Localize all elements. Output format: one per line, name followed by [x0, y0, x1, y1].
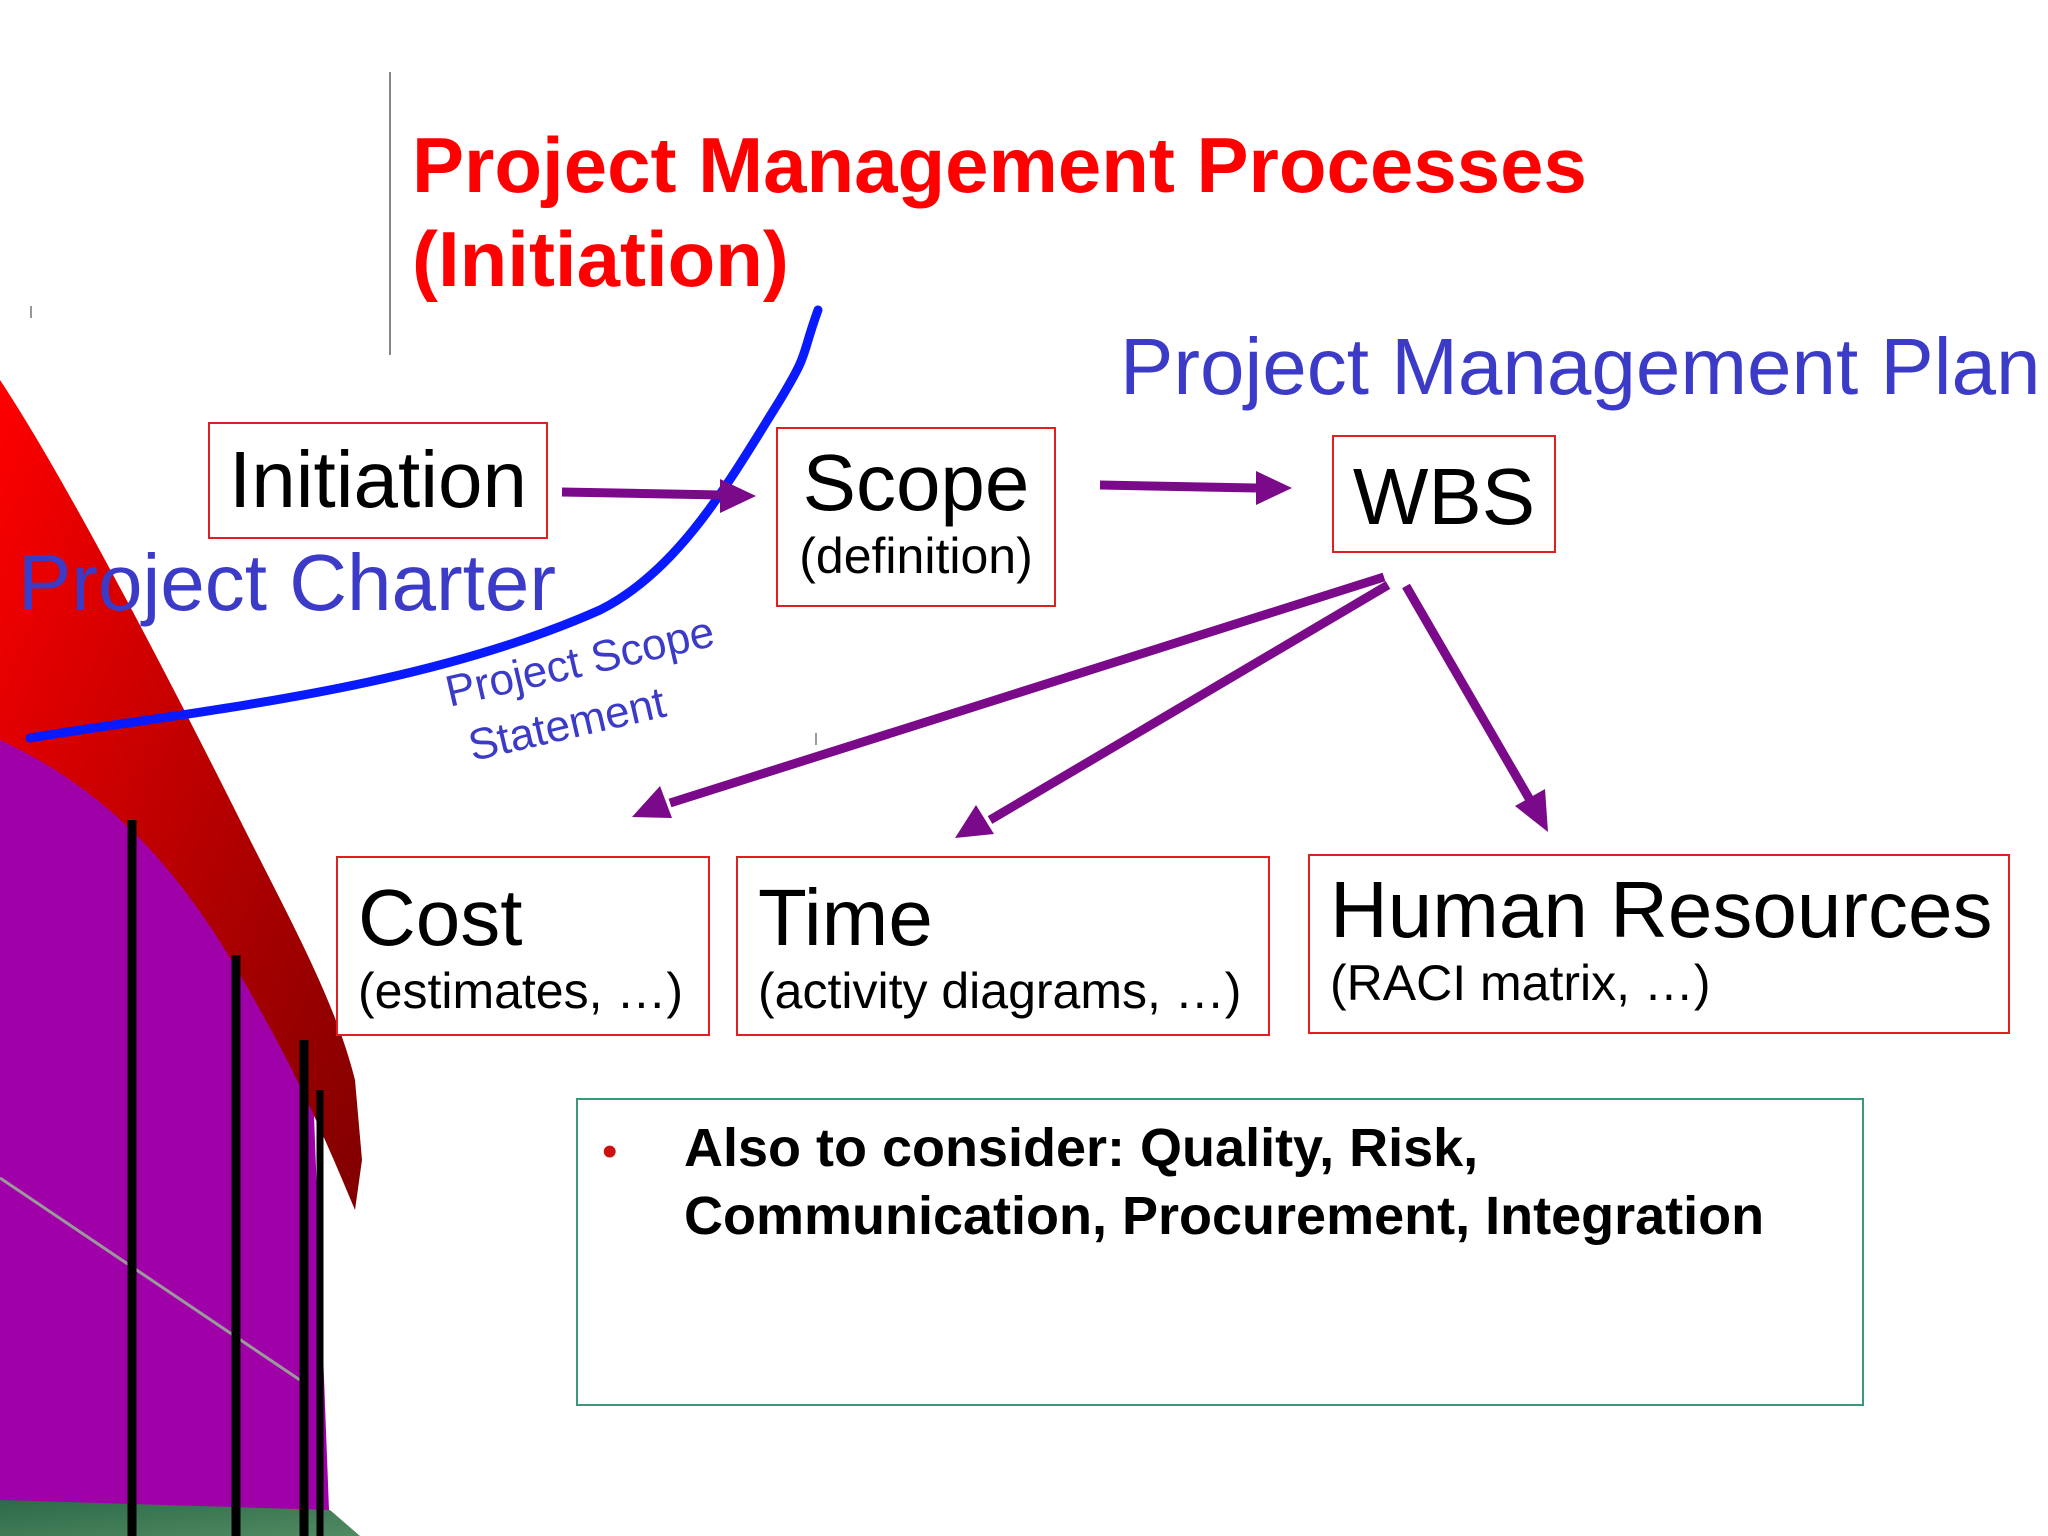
also-consider-text: Also to consider: Quality, Risk, Communi…	[684, 1114, 1844, 1250]
also-consider-box: • Also to consider: Quality, Risk, Commu…	[576, 1098, 1864, 1406]
arrow-wbs-to-cost	[670, 577, 1384, 803]
cost-title: Cost	[358, 874, 708, 962]
also-consider-line-2: Communication, Procurement, Integration	[684, 1182, 1844, 1250]
wbs-title: WBS	[1334, 453, 1554, 541]
cost-detail: (estimates, …)	[358, 962, 708, 1020]
arrowhead-initiation-to-scope	[720, 479, 756, 513]
title-line-1: Project Management Processes	[412, 118, 1812, 212]
human-resources-box: Human Resources (RACI matrix, …)	[1308, 854, 2010, 1034]
arrow-scope-to-wbs	[1100, 485, 1256, 488]
initiation-title: Initiation	[210, 436, 546, 524]
time-box: Time (activity diagrams, …)	[736, 856, 1270, 1036]
time-detail: (activity diagrams, …)	[758, 962, 1268, 1020]
title-line-2: (Initiation)	[412, 212, 1812, 306]
human-resources-title: Human Resources	[1330, 866, 2008, 954]
scope-detail: (definition)	[778, 527, 1054, 585]
arrow-initiation-to-scope	[562, 492, 722, 495]
scope-title: Scope	[778, 439, 1054, 527]
arrowhead-wbs-to-cost	[632, 786, 672, 818]
initiation-box: Initiation	[208, 422, 548, 539]
also-consider-line-1: Also to consider: Quality, Risk,	[684, 1114, 1844, 1182]
arrowhead-wbs-to-time	[955, 805, 994, 838]
bullet-icon: •	[602, 1122, 617, 1182]
arrowhead-scope-to-wbs	[1256, 471, 1292, 505]
arrow-wbs-to-time	[990, 585, 1388, 820]
wbs-box: WBS	[1332, 435, 1556, 553]
scope-box: Scope (definition)	[776, 427, 1056, 607]
time-title: Time	[758, 874, 1268, 962]
human-resources-detail: (RACI matrix, …)	[1330, 954, 2008, 1012]
arrow-wbs-to-hr	[1406, 586, 1530, 800]
cost-box: Cost (estimates, …)	[336, 856, 710, 1036]
project-charter-label: Project Charter	[18, 538, 556, 628]
slide-title: Project Management Processes (Initiation…	[412, 118, 1812, 306]
project-management-plan-label: Project Management Plan	[1120, 322, 2041, 412]
